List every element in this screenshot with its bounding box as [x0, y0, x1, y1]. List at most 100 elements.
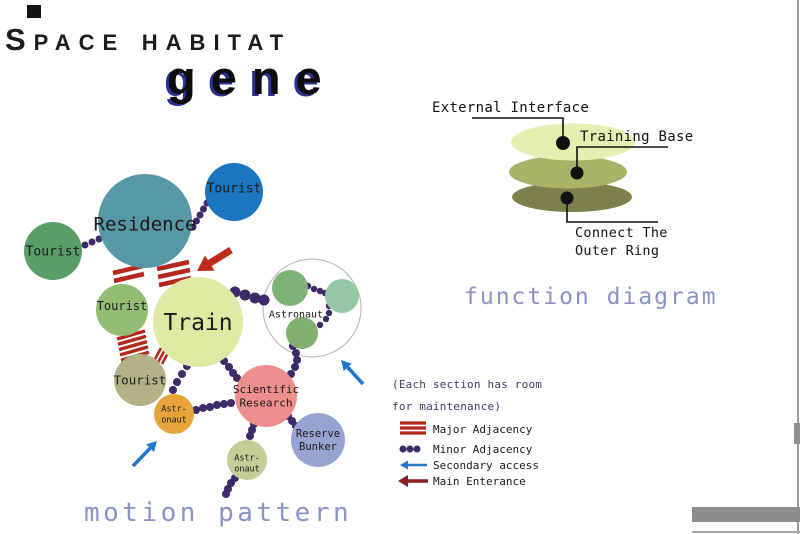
node-group-green-2 [325, 279, 359, 313]
secondary-access-1-arrow-head [146, 441, 157, 453]
dot-chain-sci-group [291, 363, 299, 371]
dot-chain-orange-sci [227, 399, 235, 407]
scrollbar-thumb[interactable] [794, 423, 800, 444]
node-label-tourist-khaki: Tourist [114, 372, 167, 387]
dot-chain-pale-exit [222, 490, 230, 498]
node-reserve-bunker [291, 413, 345, 467]
hash-residence-train-left [113, 271, 145, 284]
dot-chain-group-inner-2 [325, 309, 333, 317]
dot-chain-train-orange [178, 370, 186, 378]
hash-train-small [156, 348, 167, 364]
node-tourist-blue [205, 163, 263, 221]
hash-tourist-khaki-train [116, 329, 146, 341]
dot-chain-train-sci [225, 363, 233, 371]
dot-chain-orange-sci [199, 404, 207, 412]
bottom-gray-line [692, 531, 800, 533]
node-tourist-khaki [114, 354, 166, 406]
node-label-astronaut-group: Astronaut [269, 310, 323, 321]
function-label-outer-ring-2: Outer Ring [575, 243, 659, 259]
legend-label-main-enterance: Main Enterance [433, 475, 526, 488]
function-dot-0 [556, 136, 570, 150]
node-tourist-mid [96, 284, 148, 336]
dot-chain-train-orange [173, 378, 181, 386]
title-marker-icon [27, 5, 41, 18]
maintenance-note: (Each section has room for maintenance) [392, 374, 542, 418]
main-entrance-arrow-shaft [207, 247, 233, 267]
legend-secondary-icon-head [400, 460, 408, 470]
dot-chain-residence-tourist-blue [193, 217, 200, 225]
dot-chain-orange-sci [206, 403, 214, 411]
dot-chain-train-astronaut-group [239, 289, 251, 301]
hash-tourist-khaki-train [119, 345, 149, 357]
legend-label-secondary-access: Secondary access [433, 459, 539, 472]
hash-tourist-khaki-train [117, 334, 147, 346]
dot-chain-group-inner-1 [310, 285, 318, 293]
dot-chain-sci-group [292, 349, 300, 357]
node-group-green-1 [272, 270, 308, 306]
dot-chain-tourist-left-residence [95, 235, 103, 243]
maintenance-note-line2: for maintenance) [392, 400, 502, 413]
outer-ring-leader [566, 198, 658, 223]
node-label-tourist-blue: Tourist [207, 182, 262, 197]
dot-chain-tourist-left-residence [81, 241, 89, 249]
function-dot-2 [560, 191, 574, 205]
function-ring-middle [509, 155, 627, 189]
node-label-residence: Residence [94, 214, 197, 236]
node-label-tourist-left: Tourist [26, 245, 81, 260]
hash-residence-train-right [156, 259, 190, 272]
function-label-external-interface: External Interface [432, 100, 589, 116]
external-interface-leader [472, 117, 564, 143]
dot-chain-train-sci [233, 374, 241, 382]
hash-tourist-khaki-train [118, 339, 148, 352]
legend-label-major-adjacency: Major Adjacency [433, 423, 533, 436]
node-astronaut-pale [227, 440, 267, 480]
dot-chain-sci-group [293, 356, 301, 364]
training-base-leader [576, 146, 668, 173]
legend-minor-icon [399, 445, 407, 453]
dot-chain-orange-sci [220, 400, 228, 408]
dot-chain-train-orange [169, 386, 177, 394]
hash-train-small [152, 347, 163, 362]
dot-chain-train-astronaut-group [249, 292, 261, 304]
dot-chain-pale-exit [227, 479, 235, 487]
dot-chain-group-inner-2 [322, 315, 330, 323]
node-train [153, 277, 243, 367]
function-ring-top [511, 123, 635, 161]
node-label-astronaut-orange: Astr-onaut [161, 405, 187, 426]
node-astronaut-orange [154, 394, 194, 434]
window-border-right [797, 0, 799, 534]
function-label-training-base: Training Base [580, 129, 693, 145]
function-label-outer-ring-1: Connect The [575, 225, 668, 241]
secondary-access-2-arrow-head [341, 360, 352, 372]
dot-chain-train-astronaut-group [258, 294, 270, 306]
function-dot-1 [570, 166, 584, 180]
maintenance-note-line1: (Each section has room [392, 378, 543, 391]
dot-chain-orange-sci [213, 401, 221, 409]
legend-main-icon-head [398, 475, 408, 487]
secondary-access-1-arrow-shaft [131, 446, 152, 468]
dot-chain-residence-tourist-blue [200, 205, 207, 213]
legend-minor-icon [406, 445, 414, 453]
main-entrance-arrow-head [197, 255, 215, 271]
dot-chain-orange-sci [192, 406, 200, 414]
node-label-astronaut-pale: Astr-onaut [234, 454, 260, 475]
node-sci-research [235, 365, 297, 427]
node-group-green-3 [286, 317, 318, 349]
dot-chain-residence-tourist-blue [196, 211, 204, 219]
dot-chain-group-inner-2 [316, 321, 324, 329]
legend-minor-icon [413, 445, 421, 453]
caption-motion-pattern: motion pattern [84, 498, 353, 528]
dot-chain-sci-pale [246, 432, 254, 440]
bottom-gray-bar [692, 507, 800, 522]
caption-function-diagram: function diagram [464, 284, 718, 310]
page-subtitle-gene: gene [167, 51, 337, 104]
node-residence [98, 174, 192, 268]
dot-chain-group-inner-1 [316, 287, 324, 295]
page-title: Space habitat [5, 22, 292, 57]
node-label-tourist-mid: Tourist [97, 299, 148, 313]
dot-chain-tourist-left-residence [88, 238, 96, 246]
hash-residence-train-right [157, 267, 191, 280]
